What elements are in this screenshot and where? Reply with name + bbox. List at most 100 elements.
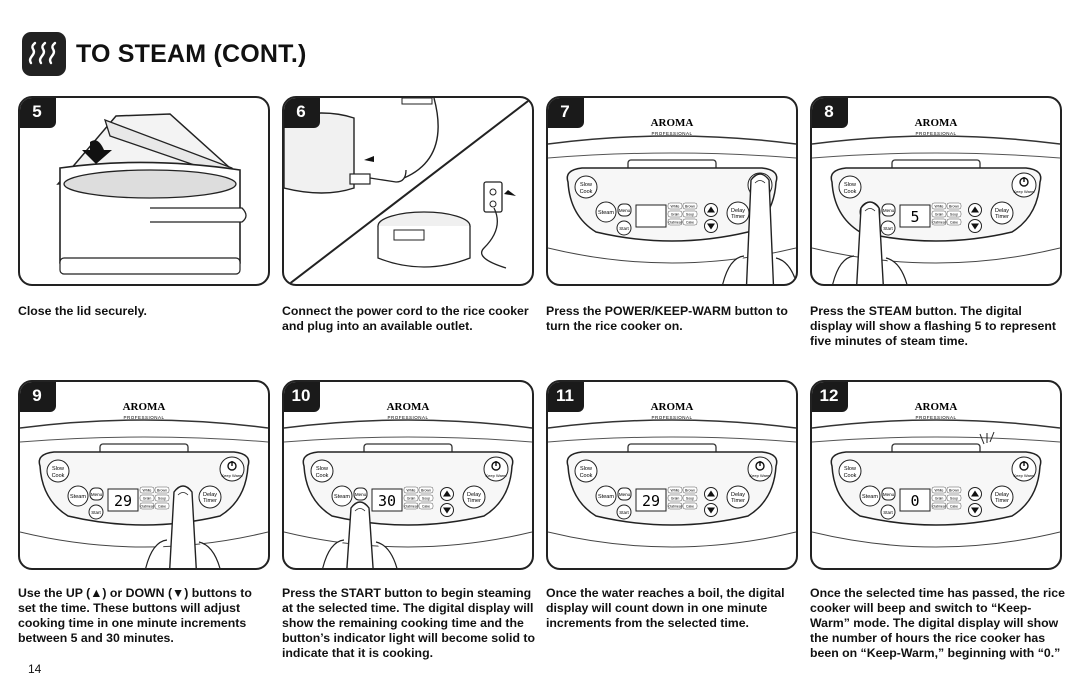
start-button[interactable]: Start	[880, 504, 896, 520]
svg-text:Slow: Slow	[580, 182, 592, 188]
step-number-badge: 6	[284, 98, 320, 128]
menu-option-brown: Brown	[946, 486, 962, 494]
up-button[interactable]	[704, 203, 718, 217]
steam-button[interactable]: Steam	[859, 485, 881, 507]
svg-text:Delay: Delay	[731, 208, 745, 214]
start-button[interactable]: Start	[616, 504, 632, 520]
up-button[interactable]	[968, 203, 982, 217]
menu-option-white: White	[667, 486, 683, 494]
display-digits: 29	[114, 492, 132, 510]
menu-option-oatmeal: Oatmeal	[931, 502, 947, 510]
keep-warm-button[interactable]: Keep Warm	[747, 456, 773, 482]
down-button[interactable]	[968, 503, 982, 517]
svg-text:AROMA: AROMA	[651, 401, 694, 413]
keep-warm-button[interactable]: Keep Warm	[1011, 172, 1037, 198]
down-button[interactable]	[704, 219, 718, 233]
start-button[interactable]: Start	[880, 220, 896, 236]
up-button[interactable]	[440, 487, 454, 501]
menu-button[interactable]: Menu	[89, 487, 104, 501]
down-button[interactable]	[440, 503, 454, 517]
svg-text:Steam: Steam	[70, 494, 86, 500]
menu-button[interactable]: Menu	[617, 203, 632, 217]
step-5-panel: 5	[18, 96, 270, 286]
svg-text:Start: Start	[619, 226, 629, 231]
step-6-panel: 6	[282, 96, 534, 286]
menu-option-white: White	[667, 202, 683, 210]
start-button[interactable]: Start	[616, 220, 632, 236]
pressing-finger	[832, 201, 908, 284]
page-number: 14	[28, 662, 42, 676]
svg-text:PROFESSIONAL: PROFESSIONAL	[915, 415, 956, 420]
svg-text:White: White	[935, 205, 944, 209]
keep-warm-button[interactable]: Keep Warm	[1011, 456, 1037, 482]
svg-text:PROFESSIONAL: PROFESSIONAL	[915, 131, 956, 136]
svg-text:Timer: Timer	[203, 498, 217, 504]
svg-text:Keep Warm: Keep Warm	[750, 473, 772, 478]
svg-text:Cook: Cook	[52, 473, 65, 479]
up-button[interactable]	[968, 487, 982, 501]
svg-text:Oatmeal: Oatmeal	[668, 505, 681, 509]
digital-display	[107, 488, 139, 512]
svg-text:Grain: Grain	[407, 497, 416, 501]
pressing-finger	[145, 485, 221, 568]
svg-text:Slow: Slow	[844, 182, 856, 188]
aroma-logo: AROMA PROFESSIONAL	[915, 401, 958, 420]
step-7-caption: Press the POWER/KEEP-WARM button to turn…	[546, 304, 788, 333]
svg-text:Soup: Soup	[950, 497, 958, 501]
down-button[interactable]	[968, 219, 982, 233]
menu-button[interactable]: Menu	[881, 203, 896, 217]
keep-warm-button[interactable]: Keep Warm	[219, 456, 245, 482]
steam-button[interactable]: Steam	[331, 485, 353, 507]
svg-text:Slow: Slow	[844, 466, 856, 472]
steam-button[interactable]: Steam	[595, 201, 617, 223]
svg-text:Cook: Cook	[580, 189, 593, 195]
svg-text:Steam: Steam	[334, 494, 350, 500]
menu-option-soup: Soup	[682, 210, 698, 218]
down-button[interactable]	[704, 503, 718, 517]
menu-option-grain: Grain	[139, 494, 155, 502]
aroma-logo: AROMA PROFESSIONAL	[651, 117, 694, 136]
step-5-caption: Close the lid securely.	[18, 304, 147, 318]
step-number-badge: 12	[812, 382, 848, 412]
up-button[interactable]	[704, 487, 718, 501]
svg-text:Soup: Soup	[686, 497, 694, 501]
left-arrow-icon	[364, 156, 374, 162]
svg-text:White: White	[671, 205, 680, 209]
menu-button[interactable]: Menu	[617, 487, 632, 501]
svg-text:Keep Warm: Keep Warm	[486, 473, 508, 478]
wall-outlet-icon	[483, 181, 503, 213]
svg-text:Oatmeal: Oatmeal	[932, 505, 945, 509]
svg-text:Cake: Cake	[686, 505, 694, 509]
steam-button[interactable]: Steam	[595, 485, 617, 507]
steam-button[interactable]: Steam	[67, 485, 89, 507]
keep-warm-button[interactable]: Keep Warm	[483, 456, 509, 482]
svg-text:Slow: Slow	[52, 466, 64, 472]
svg-text:Delay: Delay	[467, 492, 481, 498]
pressing-finger	[722, 173, 796, 284]
menu-button[interactable]: Menu	[353, 487, 368, 501]
display-digits: 29	[642, 492, 660, 510]
svg-text:Cook: Cook	[844, 189, 857, 195]
menu-button[interactable]: Menu	[881, 487, 896, 501]
start-button[interactable]: Start	[88, 504, 104, 520]
digital-display	[899, 204, 931, 228]
svg-text:Grain: Grain	[935, 213, 944, 217]
cooker-body	[548, 419, 796, 548]
svg-text:AROMA: AROMA	[915, 401, 958, 413]
svg-text:Cook: Cook	[580, 473, 593, 479]
display-digits: 30	[378, 492, 396, 510]
